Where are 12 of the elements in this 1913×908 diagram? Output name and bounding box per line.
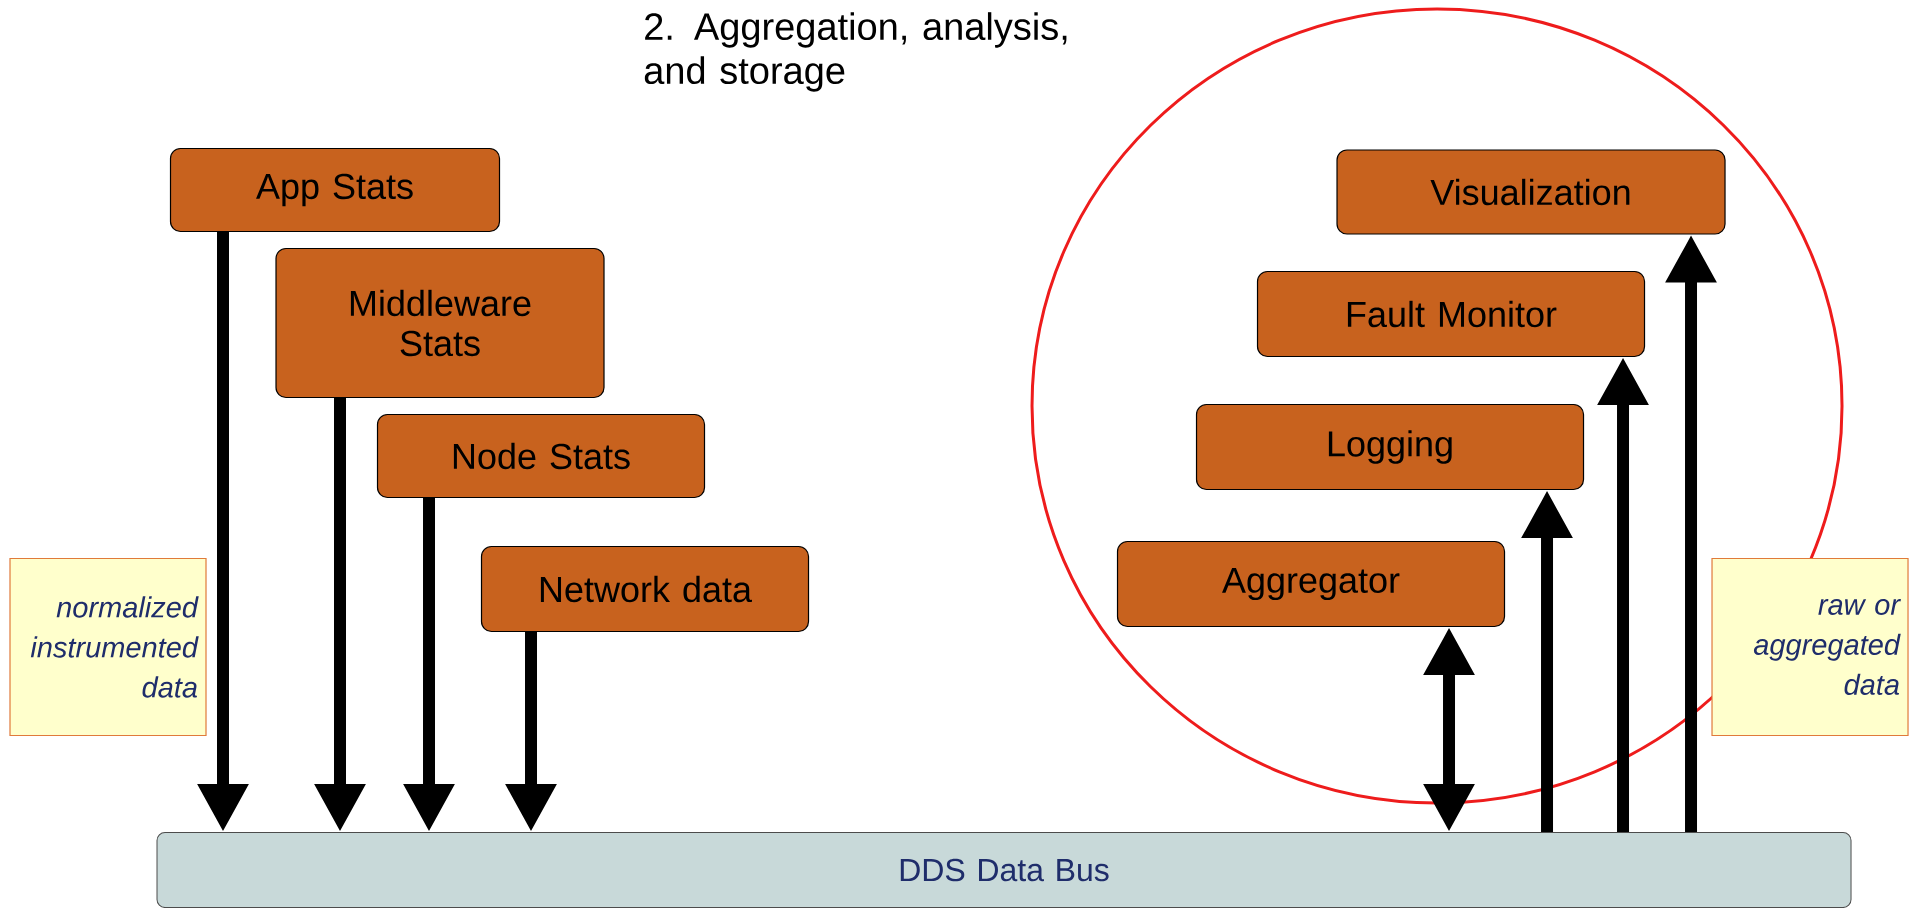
process-box: App Stats	[169, 147, 501, 233]
process-box: Aggregator	[1116, 540, 1506, 628]
data-bus: DDS Data Bus	[156, 832, 1852, 908]
process-box: Fault Monitor	[1256, 270, 1646, 358]
note-box: normalized instrumented data	[9, 557, 207, 737]
process-box: Node Stats	[376, 413, 706, 499]
process-box: Logging	[1195, 403, 1585, 491]
heading: 2. Aggregation, analysis, and storage	[644, 12, 1067, 92]
note-box: raw or aggregated data	[1711, 557, 1909, 737]
process-box: Visualization	[1336, 149, 1726, 235]
process-box: Middleware Stats	[275, 247, 605, 399]
process-box: Network data	[480, 545, 810, 633]
